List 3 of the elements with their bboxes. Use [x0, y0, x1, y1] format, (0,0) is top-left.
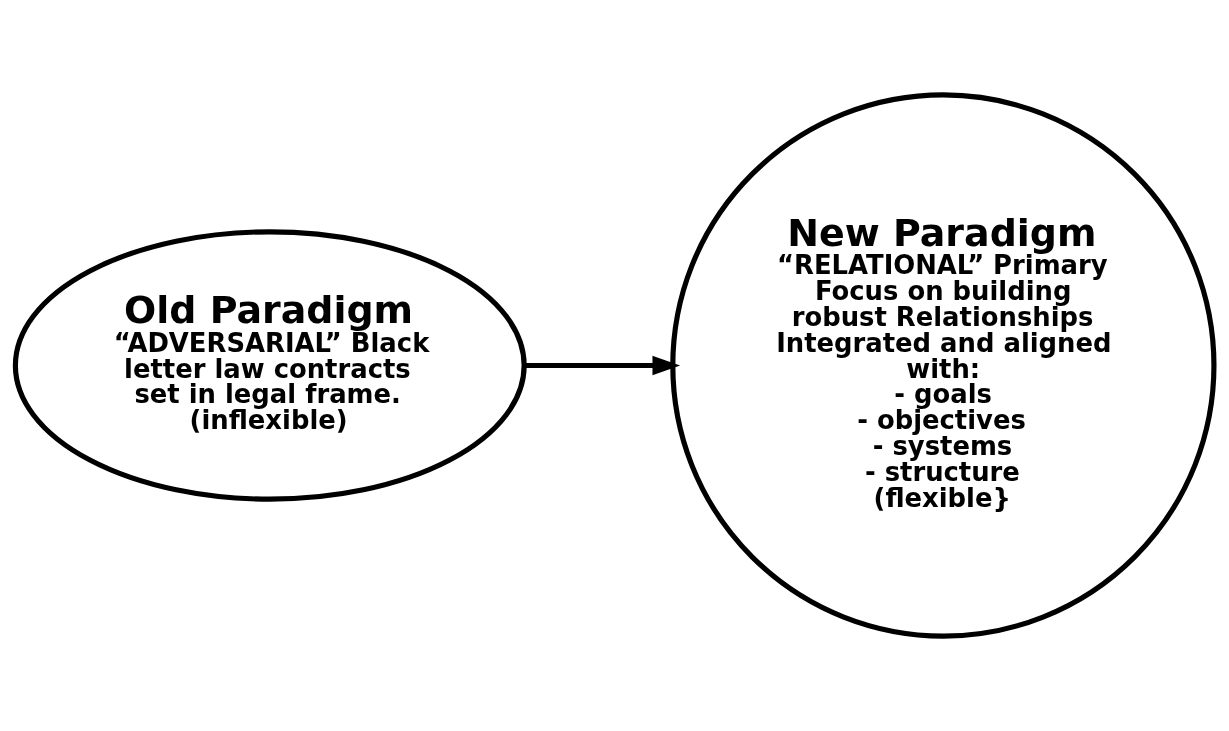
node-circle: New Paradigm “RELATIONAL” Primary Focus on building robust Relationships Integrated and aligned with: - goals - objectives - systems - structure (flexible} [670, 92, 1217, 639]
node-ellipse: Old Paradigm “ADVERSARIAL” Black letter law contracts set in legal frame. (inflexible) [12, 229, 527, 502]
arrow [524, 355, 681, 376]
